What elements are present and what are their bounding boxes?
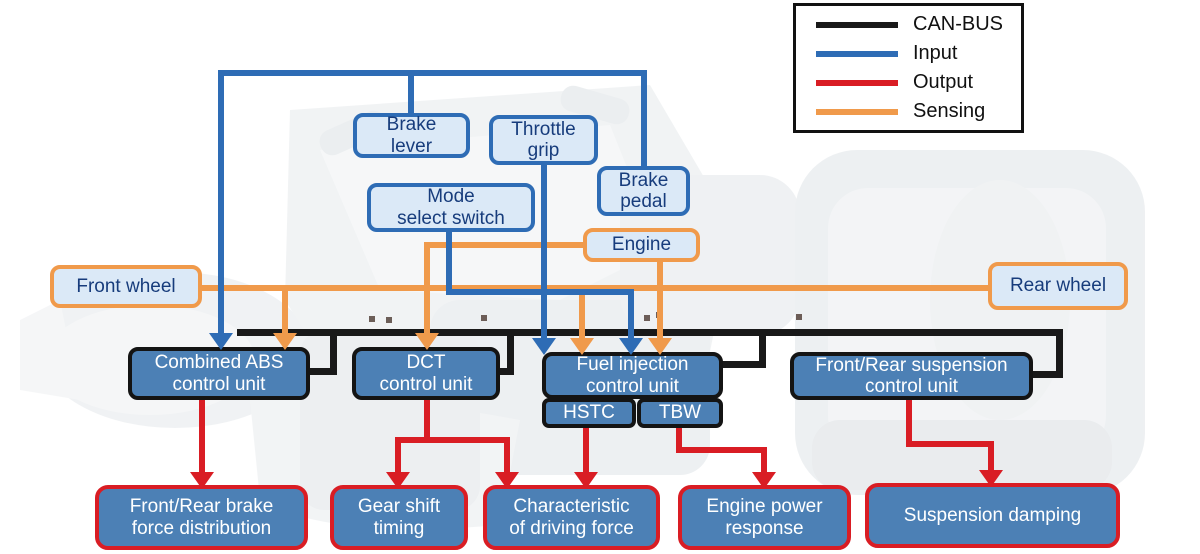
sensing-box-engine: Engine (583, 228, 700, 262)
output-box-brake-force: Front/Rear brake force distribution (95, 485, 308, 550)
chassis-bolt-dot (796, 314, 802, 320)
legend-label-sensing: Sensing (913, 100, 986, 122)
legend-label-input: Input (913, 42, 958, 64)
output-box-gear-shift: Gear shift timing (330, 485, 468, 550)
input-arrow-abs (209, 333, 233, 350)
sensing-line-swatch (816, 108, 898, 115)
unit-box-tbw: TBW (637, 398, 723, 428)
sensing-line-to-abs (282, 285, 288, 335)
input-arrow-mode-fi (619, 338, 643, 355)
sensing-arrow-abs (273, 333, 297, 350)
output-line-hstc (583, 426, 589, 473)
input-box-mode-select-switch: Mode select switch (367, 183, 535, 232)
chassis-bolt-dot (386, 317, 392, 323)
canbus-suspension-stub (1031, 371, 1059, 378)
input-line-brake-pedal (641, 70, 647, 170)
input-line-swatch (816, 50, 898, 57)
output-line-dct-down (424, 398, 430, 443)
output-arrow-brake-force (190, 472, 214, 489)
output-box-engine-power: Engine power response (678, 485, 851, 550)
unit-box-dct: DCT control unit (352, 347, 500, 400)
output-line-to-enginepower (761, 447, 767, 473)
canbus-dct-stub (496, 368, 514, 375)
canbus-dct-drop (507, 329, 514, 375)
input-line-throttle-to-fi (541, 162, 547, 340)
canbus-abs-stub (306, 368, 337, 375)
canbus-abs-drop (330, 329, 337, 375)
legend: CAN-BUS Input Output Sensing (793, 3, 1024, 133)
input-box-brake-lever: Brake lever (353, 113, 470, 158)
input-line-mode-down (446, 230, 452, 295)
sensing-arrow-dct (415, 333, 439, 350)
legend-label-output: Output (913, 71, 974, 93)
canbus-line-swatch (816, 21, 898, 28)
sensing-wheel-line (200, 285, 990, 291)
unit-box-combined-abs: Combined ABS control unit (128, 347, 310, 400)
canbus-main-line (237, 329, 1063, 336)
output-arrow-drivingforce-left (495, 472, 519, 489)
output-line-abs (199, 398, 205, 472)
canbus-fi-drop (759, 329, 766, 368)
input-brake-top-line (218, 70, 647, 76)
sensing-box-rear-wheel: Rear wheel (988, 262, 1128, 310)
input-line-brake-lever (408, 70, 414, 117)
chassis-bolt-dot (369, 316, 375, 322)
output-arrow-damping (979, 470, 1003, 487)
output-line-susp-across (906, 441, 994, 447)
output-line-dct-split (395, 437, 510, 443)
input-box-throttle-grip: Throttle grip (489, 115, 598, 165)
sensing-engine-bottom-line (657, 258, 663, 339)
output-arrow-gearshift (386, 472, 410, 489)
output-box-suspension-damping: Suspension damping (865, 483, 1120, 548)
legend-item-sensing: Sensing (816, 97, 1021, 126)
input-box-brake-pedal: Brake pedal (597, 166, 690, 216)
output-line-tbw-down (676, 426, 682, 453)
legend-label-canbus: CAN-BUS (913, 13, 1004, 35)
input-line-to-abs (218, 70, 224, 334)
chassis-bolt-dot (644, 315, 650, 321)
unit-box-suspension: Front/Rear suspension control unit (790, 352, 1033, 400)
output-line-swatch (816, 79, 898, 86)
input-line-mode-to-fi (628, 289, 634, 339)
sensing-line-to-dct (424, 242, 430, 334)
output-line-to-gearshift (395, 437, 401, 473)
legend-item-output: Output (816, 68, 1021, 97)
output-line-susp-down (906, 398, 912, 447)
input-line-mode-across (446, 289, 634, 295)
legend-item-input: Input (816, 39, 1021, 68)
output-box-driving-force: Characteristic of driving force (483, 485, 660, 550)
output-arrow-enginepower (752, 472, 776, 489)
legend-item-canbus: CAN-BUS (816, 10, 1021, 39)
sensing-engine-left-line (424, 242, 585, 248)
canbus-suspension-drop (1056, 329, 1063, 378)
sensing-box-front-wheel: Front wheel (50, 265, 202, 308)
unit-box-fuel-injection: Fuel injection control unit (542, 352, 723, 399)
input-arrow-throttle-fi (532, 338, 556, 355)
unit-box-hstc: HSTC (542, 398, 636, 428)
canbus-fi-stub (721, 361, 766, 368)
sensing-line-to-fi (579, 285, 585, 339)
output-line-tbw-across (676, 447, 767, 453)
sensing-arrow-engine-fi (648, 338, 672, 355)
output-arrow-drivingforce-right (574, 472, 598, 489)
output-line-dct-to-drivingforce (504, 437, 510, 473)
chassis-bolt-dot (481, 315, 487, 321)
output-line-to-damping (988, 441, 994, 471)
sensing-arrow-fi (570, 338, 594, 355)
